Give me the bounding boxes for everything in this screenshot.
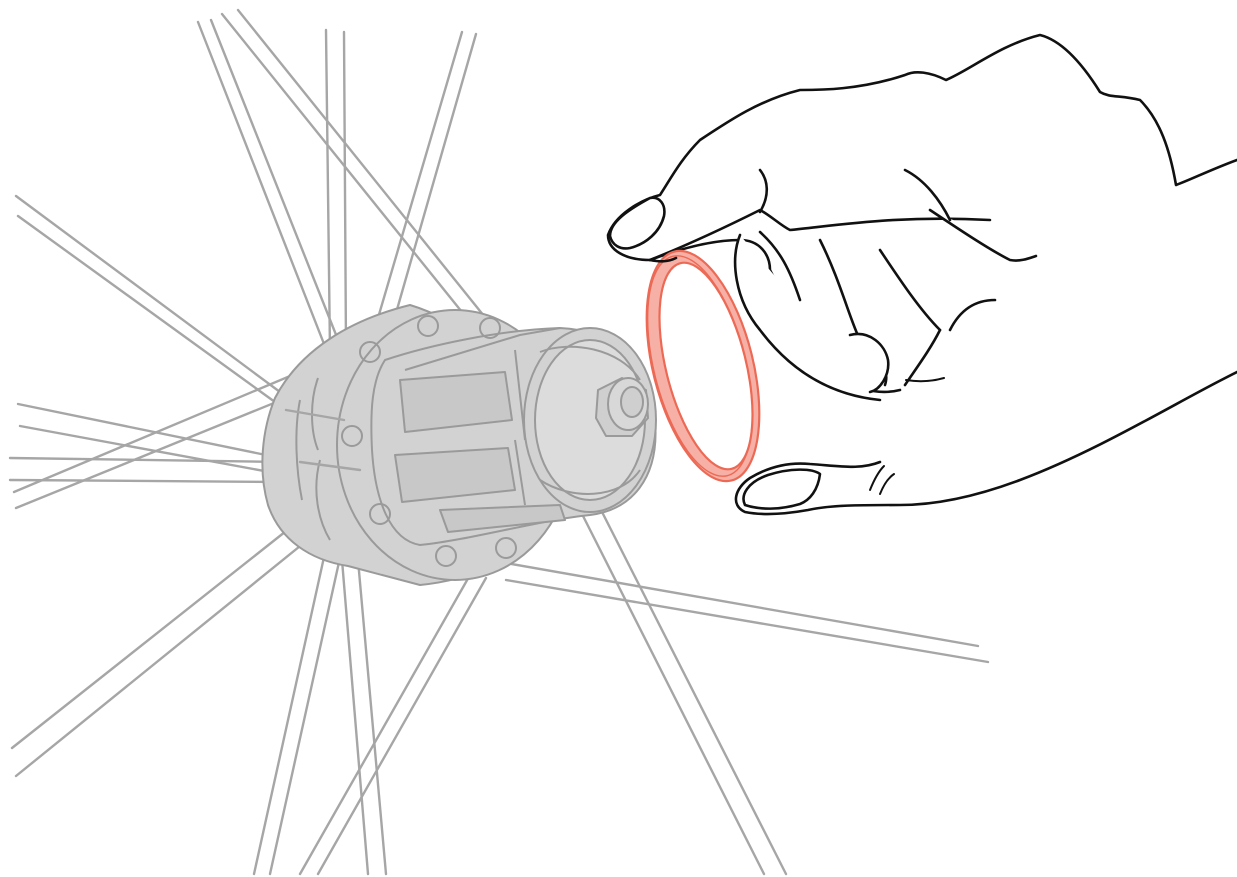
spoke [578,508,766,876]
flange-hole [369,503,391,525]
ring-groove [539,345,641,381]
flange-hole [479,317,501,339]
ring-groove [539,469,641,495]
spoke [252,528,332,876]
spoke [392,32,478,322]
flange-hole [495,537,517,559]
spline-top [404,327,561,371]
spoke [236,8,486,318]
spline-line [514,349,526,441]
flange-hole [435,545,457,567]
spoke [268,533,347,876]
wheel-spokes [8,8,990,876]
spoke [16,402,302,464]
knuckle-line [758,168,769,214]
curled-finger [758,230,802,302]
spoke [598,506,788,876]
spoke [8,456,284,464]
spoke [376,30,464,320]
shell-slot [295,399,303,501]
spoke [340,558,370,876]
crease [879,473,895,495]
spline-line [514,439,526,506]
spoke [342,30,348,352]
spoke [356,558,388,876]
hand-outline [606,33,1237,262]
spoke [10,518,302,750]
curled-finger [848,332,890,394]
crease [905,377,945,383]
hub-details [295,315,649,567]
spoke [14,536,312,778]
spoke [284,408,346,422]
thumb [734,370,1237,516]
thumbnail [742,468,822,510]
spoke [504,578,990,664]
spoke [316,576,488,876]
spacer-ring [645,249,761,483]
spline [399,371,513,433]
spoke [14,194,282,394]
spoke [498,560,980,648]
spoke [16,214,288,412]
spoke [196,20,337,374]
flange-hole [359,341,381,363]
spoke [8,478,286,484]
curled-finger [948,298,997,332]
axle-bore [620,386,644,418]
knuckle-line [903,168,952,222]
spoke [18,424,304,480]
flange-hole [341,425,363,447]
front-spokes [284,408,362,472]
crease [869,465,885,491]
shell-slot [315,459,331,541]
spline [394,447,516,503]
spline [439,504,566,533]
flange-hole [417,315,439,337]
curled-finger [903,328,942,387]
curled-finger [733,233,882,402]
hand [606,33,1237,516]
curled-finger [928,208,1038,262]
spoke [324,28,332,354]
spoke [298,573,472,876]
fingernail [608,196,666,250]
fingertip-overlap [648,256,678,263]
spoke [298,460,362,472]
curled-finger [878,248,942,332]
spoke [209,18,352,372]
